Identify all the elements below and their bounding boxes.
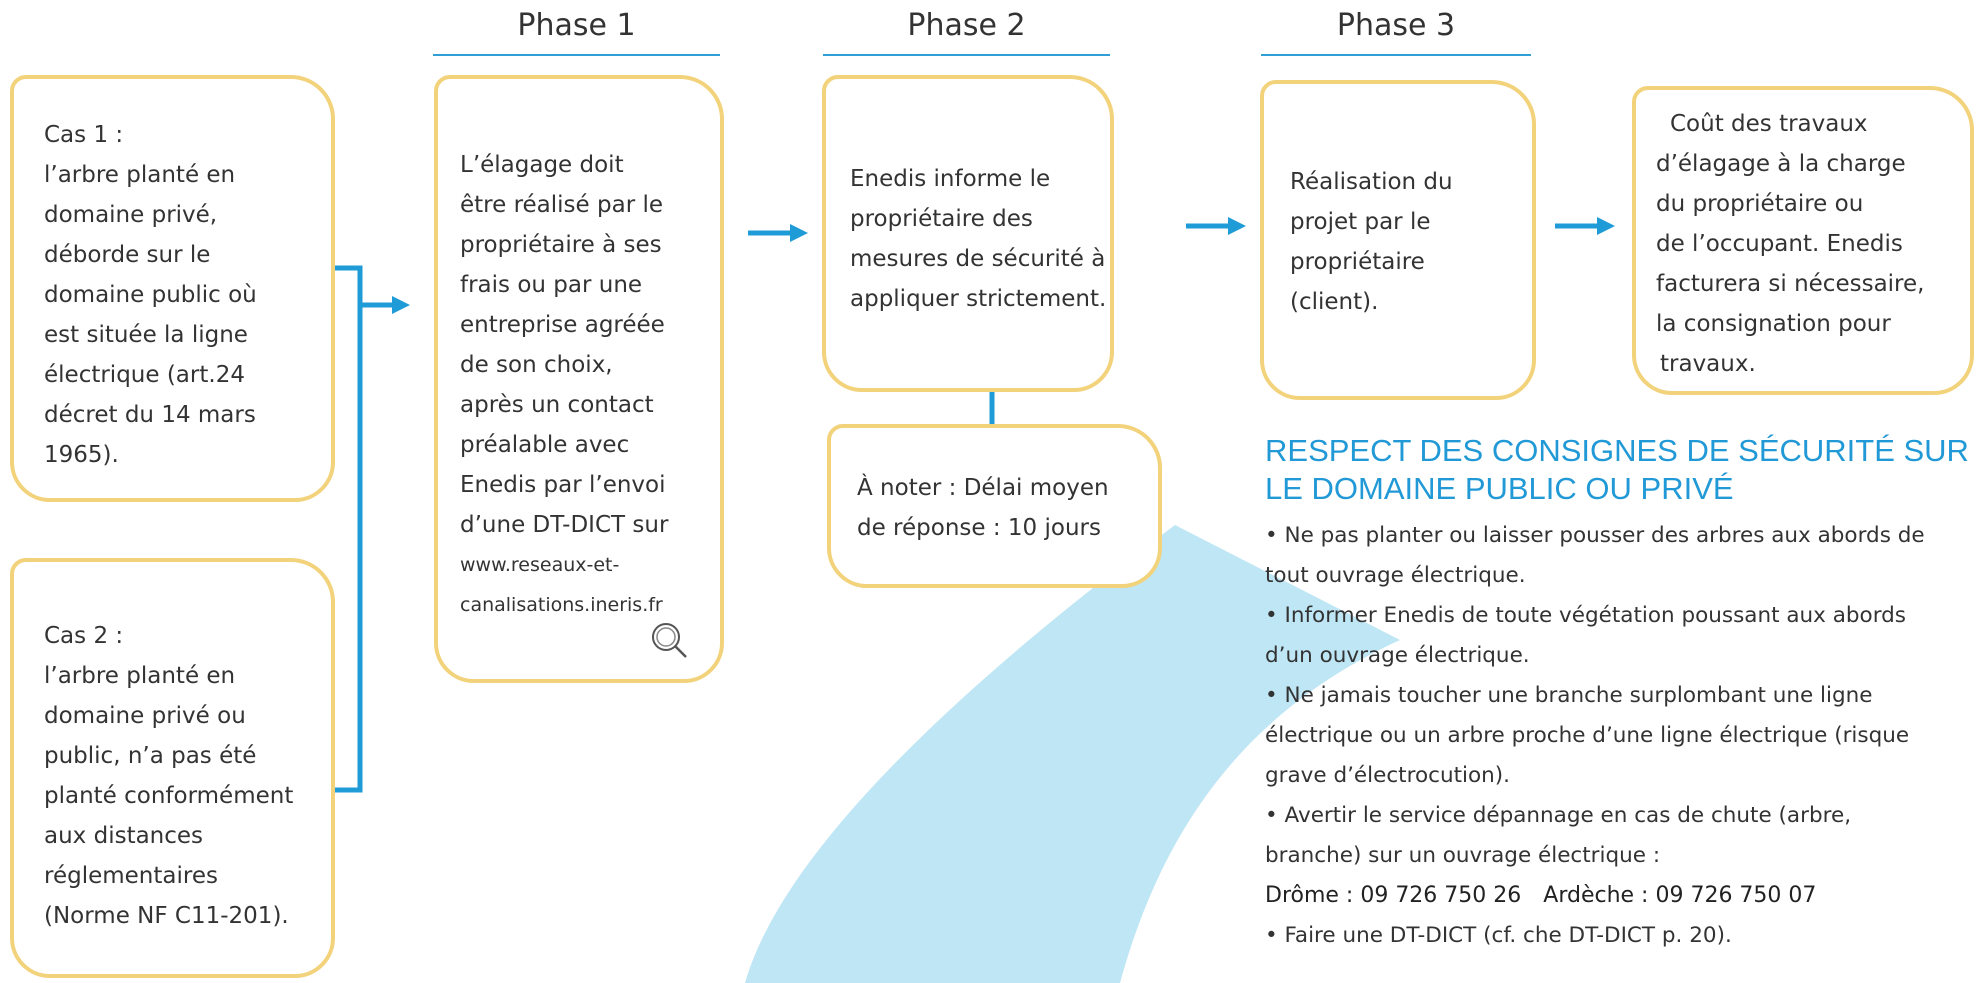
safety-item: • Informer Enedis de toute végétation po… [1265, 596, 1975, 676]
phase-1-line: frais ou par une [460, 272, 643, 298]
safety-item-line: d’un ouvrage électrique. [1265, 643, 1530, 668]
case-2-line: public, n’a pas été [44, 743, 257, 769]
phase-1-box: L’élagage doit être réalisé par le propr… [434, 75, 724, 683]
phase-1-line: après un contact [460, 392, 654, 418]
phone-drome[interactable]: Drôme : 09 726 750 26 [1265, 883, 1522, 908]
bracket-connector [332, 265, 363, 793]
url-line[interactable]: www.reseaux-et- [460, 554, 620, 576]
phase-3-line: (client). [1290, 289, 1379, 315]
case-1-line: déborde sur le [44, 242, 211, 268]
case-1-line: décret du 14 mars [44, 402, 256, 428]
case-2-line: planté conformément [44, 783, 294, 809]
note-line: À noter : Délai moyen [857, 475, 1109, 501]
url-line[interactable]: canalisations.ineris.fr [460, 594, 663, 616]
safety-section: RESPECT DES CONSIGNES DE SÉCURITÉ SUR LE… [1265, 432, 1975, 956]
case-1-label: Cas 1 : [44, 122, 124, 148]
phase-header-1: Phase 1 [433, 0, 720, 56]
phase-1-line: propriétaire à ses [460, 232, 662, 258]
safety-item-line: • Ne pas planter ou laisser pousser des … [1265, 523, 1925, 548]
case-1-line: électrique (art.24 [44, 362, 245, 388]
cost-line: facturera si nécessaire, [1656, 271, 1925, 297]
phase-1-line: de son choix, [460, 352, 613, 378]
phone-numbers: Drôme : 09 726 750 26 Ardèche : 09 726 75… [1265, 876, 1975, 916]
cost-line: du propriétaire ou [1656, 191, 1864, 217]
case-2-line: l’arbre planté en [44, 663, 236, 689]
phone-ardeche[interactable]: Ardèche : 09 726 750 07 [1543, 883, 1817, 908]
arrowhead-icon [1597, 217, 1615, 235]
phase-3-line: Réalisation du [1290, 169, 1453, 195]
case-2-line: domaine privé ou [44, 703, 246, 729]
safety-item-line: • Ne jamais toucher une branche surplomb… [1265, 683, 1873, 708]
phase-3-line: propriétaire [1290, 249, 1425, 275]
arrowhead-icon [392, 296, 410, 314]
arrowhead-icon [1228, 217, 1246, 235]
safety-item-line: • Avertir le service dépannage en cas de… [1265, 803, 1852, 828]
safety-item-line: tout ouvrage électrique. [1265, 563, 1526, 588]
phase-3-line: projet par le [1290, 209, 1431, 235]
phase-3-box: Réalisation du projet par le propriétair… [1260, 80, 1536, 400]
note-box: À noter : Délai moyen de réponse : 10 jo… [827, 424, 1162, 588]
phase-1-line: être réalisé par le [460, 192, 664, 218]
phase-1-line: préalable avec [460, 432, 630, 458]
phase-2-line: propriétaire des [850, 206, 1033, 232]
safety-title-line: LE DOMAINE PUBLIC OU PRIVÉ [1265, 471, 1734, 506]
case-1-line: l’arbre planté en [44, 162, 236, 188]
case-1-box: Cas 1 : l’arbre planté en domaine privé,… [10, 75, 335, 502]
case-2-box: Cas 2 : l’arbre planté en domaine privé … [10, 558, 335, 978]
safety-item-line: grave d’électrocution). [1265, 763, 1510, 788]
phase-1-line: Enedis par l’envoi [460, 472, 666, 498]
cost-line: travaux. [1660, 351, 1756, 377]
phase-1-line: d’une DT-DICT sur [460, 512, 669, 538]
case-1-line: 1965). [44, 442, 119, 468]
arrowhead-icon [790, 224, 808, 242]
safety-item-line: branche) sur un ouvrage électrique : [1265, 843, 1661, 868]
safety-item: • Ne pas planter ou laisser pousser des … [1265, 516, 1975, 596]
case-1-line: est située la ligne [44, 322, 248, 348]
cost-line: Coût des travaux [1670, 111, 1868, 137]
safety-item: • Avertir le service dépannage en cas de… [1265, 796, 1975, 876]
phase-1-line: entreprise agréée [460, 312, 665, 338]
safety-title: RESPECT DES CONSIGNES DE SÉCURITÉ SUR LE… [1265, 432, 1975, 508]
safety-item-line: électrique ou un arbre proche d’une lign… [1265, 723, 1910, 748]
phase-2-line: Enedis informe le [850, 166, 1051, 192]
phase-1-line: L’élagage doit [460, 152, 624, 178]
phase-header-3: Phase 3 [1261, 0, 1531, 56]
cost-box: Coût des travaux d’élagage à la charge d… [1632, 86, 1974, 395]
phase-2-line: mesures de sécurité à [850, 246, 1106, 272]
magnifier-icon[interactable] [648, 619, 692, 663]
case-1-line: domaine privé, [44, 202, 218, 228]
cost-line: la consignation pour [1656, 311, 1891, 337]
case-2-line: réglementaires [44, 863, 218, 889]
phase-2-box: Enedis informe le propriétaire des mesur… [822, 75, 1114, 392]
safety-item-last: • Faire une DT-DICT (cf. che DT-DICT p. … [1265, 923, 1732, 948]
case-2-line: (Norme NF C11-201). [44, 903, 289, 929]
case-2-label: Cas 2 : [44, 623, 124, 649]
phase-2-line: appliquer strictement. [850, 286, 1107, 312]
case-1-line: domaine public où [44, 282, 257, 308]
cost-line: de l’occupant. Enedis [1656, 231, 1903, 257]
case-2-line: aux distances [44, 823, 204, 849]
safety-item-line: • Informer Enedis de toute végétation po… [1265, 603, 1907, 628]
safety-item: • Ne jamais toucher une branche surplomb… [1265, 676, 1975, 796]
phase-header-2: Phase 2 [823, 0, 1110, 56]
cost-line: d’élagage à la charge [1656, 151, 1906, 177]
safety-title-line: RESPECT DES CONSIGNES DE SÉCURITÉ SUR [1265, 433, 1969, 468]
note-line: de réponse : 10 jours [857, 515, 1101, 541]
